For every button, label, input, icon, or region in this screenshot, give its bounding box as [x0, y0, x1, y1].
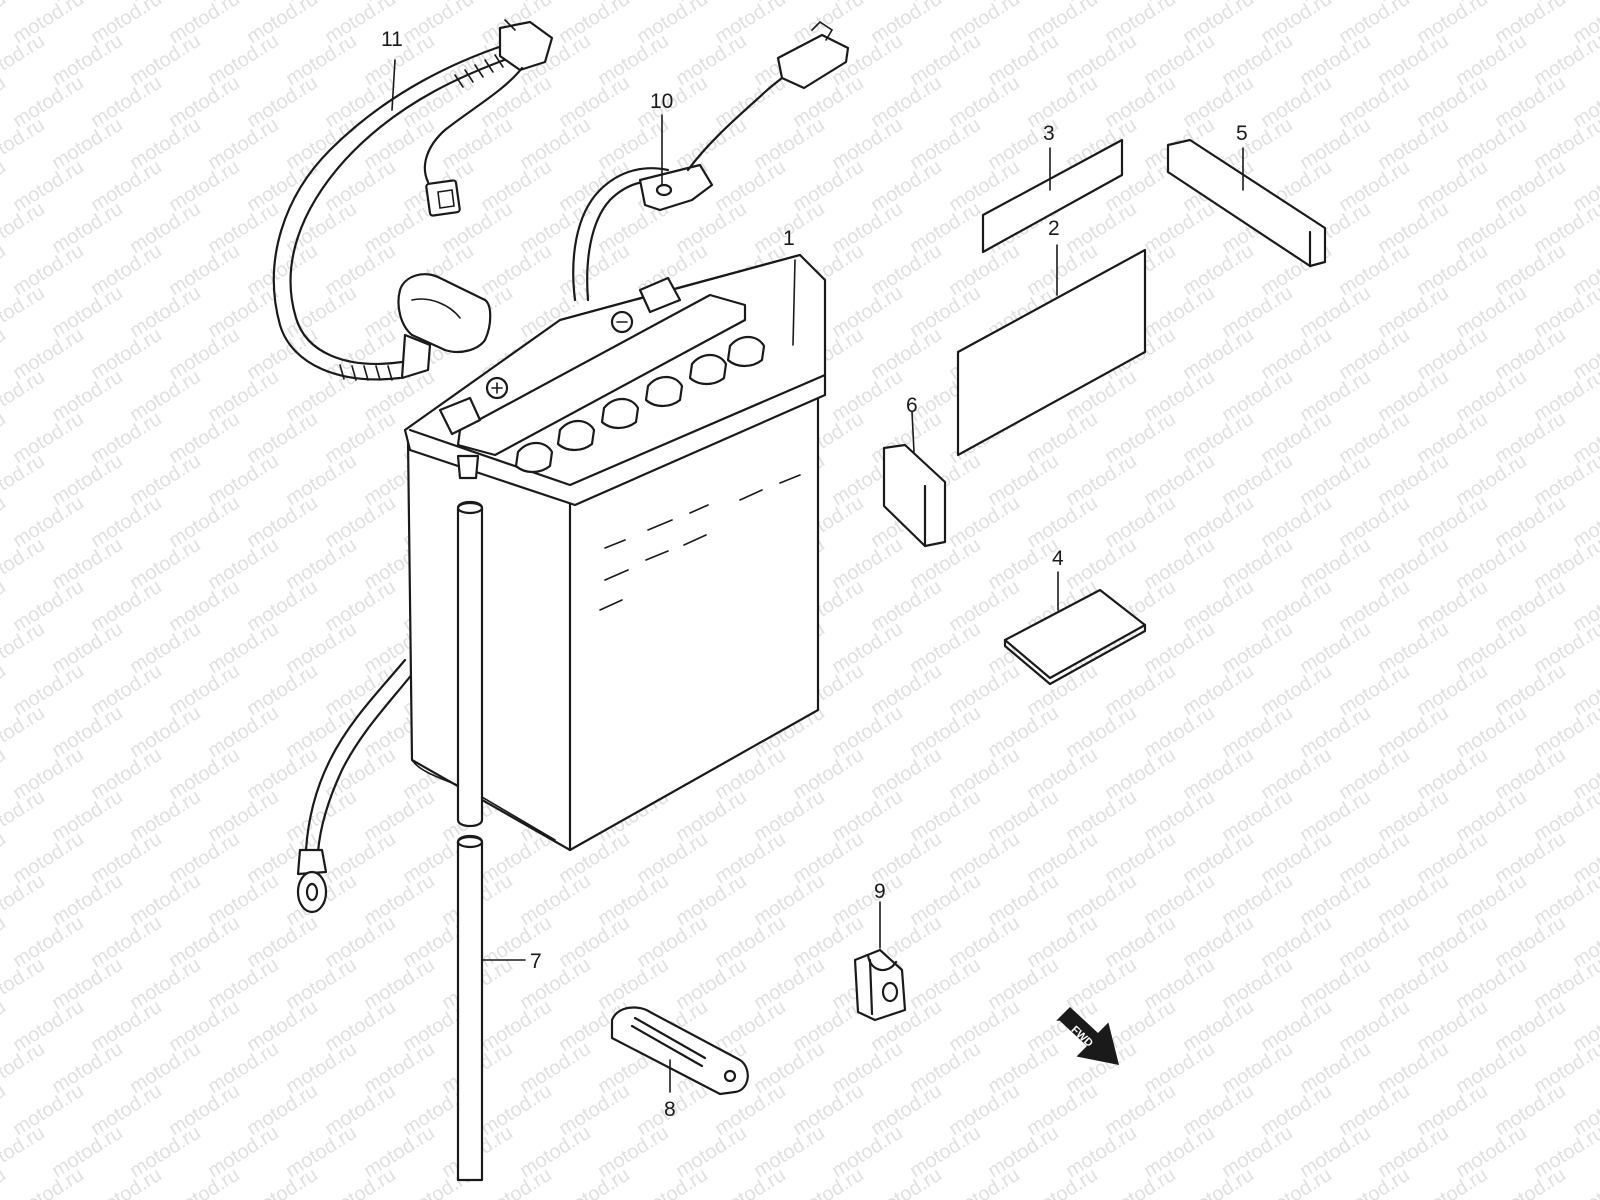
watermark-text: motod.ru [0, 156, 10, 216]
watermark-text: motod.ru [945, 1164, 1024, 1200]
part-10-cable-with-clamp [572, 20, 850, 302]
part-8-bracket [610, 1006, 749, 1096]
watermark-text: motod.ru [0, 450, 49, 510]
watermark-text: motod.ru [0, 492, 10, 552]
part-9-clip [853, 948, 907, 1022]
callout-9: 9 [874, 880, 886, 903]
watermark-text: motod.ru [0, 114, 49, 174]
watermark-text: motod.ru [1569, 1164, 1600, 1200]
watermark-text: motod.ru [0, 282, 49, 342]
watermark-text: motod.ru [1023, 1164, 1102, 1200]
watermark-text: motod.ru [1530, 366, 1600, 426]
part-2-pad [956, 248, 1147, 457]
part-5-strip [1166, 138, 1327, 268]
callout-10: 10 [650, 90, 673, 113]
watermark-text: motod.ru [0, 744, 10, 804]
watermark-text: motod.ru [1530, 282, 1600, 342]
watermark-text: motod.ru [0, 1038, 49, 1098]
watermark-text: motod.ru [1335, 1164, 1414, 1200]
watermark-text: motod.ru [243, 1164, 322, 1200]
watermark-text: motod.ru [0, 0, 10, 48]
watermark-text: motod.ru [555, 1164, 634, 1200]
watermark-text: motod.ru [0, 702, 49, 762]
watermark-text: motod.ru [1491, 1164, 1570, 1200]
watermark-text: motod.ru [0, 72, 10, 132]
watermark-text: motod.ru [1530, 870, 1600, 930]
watermark-text: motod.ru [0, 30, 49, 90]
watermark-text: motod.ru [1530, 30, 1600, 90]
watermark-text: motod.ru [1530, 1038, 1600, 1098]
watermark-text: motod.ru [1530, 1122, 1600, 1182]
callout-6: 6 [906, 394, 918, 417]
watermark-text: motod.ru [165, 1164, 244, 1200]
part-3-strip [981, 138, 1124, 254]
watermark-text: motod.ru [1530, 198, 1600, 258]
part-1-battery [403, 253, 827, 852]
watermark-text: motod.ru [789, 1164, 868, 1200]
watermark-text: motod.ru [0, 240, 10, 300]
watermark-text: motod.ru [87, 1164, 166, 1200]
watermark-text: motod.ru [1530, 114, 1600, 174]
part-6-small-pad [882, 443, 947, 548]
watermark-text: motod.ru [1530, 534, 1600, 594]
watermark-text: motod.ru [0, 786, 49, 846]
watermark-text: motod.ru [0, 198, 49, 258]
callout-2: 2 [1048, 217, 1060, 240]
watermark-text: motod.ru [0, 324, 10, 384]
watermark-text: motod.ru [1101, 1164, 1180, 1200]
part-11-battery-lead-harness [272, 19, 554, 914]
callout-labels: 11 10 1 2 3 5 6 4 7 8 9 [381, 28, 1248, 1121]
watermark-text: motod.ru [0, 828, 10, 888]
watermark-text: motod.ru [0, 576, 10, 636]
watermark-text: motod.ru [9, 1164, 88, 1200]
watermark-text: motod.ru [0, 534, 49, 594]
watermark-text: motod.ru [0, 1080, 10, 1140]
watermark-text: motod.ru [1530, 786, 1600, 846]
callout-7: 7 [530, 950, 542, 973]
callout-5: 5 [1236, 122, 1248, 145]
watermark-text: motod.ru [0, 366, 49, 426]
watermark-text: motod.ru [711, 1164, 790, 1200]
watermark-text: motod.ru [1530, 954, 1600, 1014]
part-4-sheet [1003, 588, 1147, 686]
watermark-text: motod.ru [0, 870, 49, 930]
watermark-text: motod.ru [0, 660, 10, 720]
watermark-text: motod.ru [0, 1164, 10, 1200]
watermark-text: motod.ru [477, 1164, 556, 1200]
watermark-text: motod.ru [1257, 1164, 1336, 1200]
watermark-text: motod.ru [633, 1164, 712, 1200]
watermark-text: motod.ru [1179, 1164, 1258, 1200]
watermark-text: motod.ru [1413, 1164, 1492, 1200]
watermark-text: motod.ru [867, 1164, 946, 1200]
watermark-text: motod.ru [0, 912, 10, 972]
callout-11: 11 [381, 28, 403, 51]
watermark-text: motod.ru [1530, 618, 1600, 678]
callout-3: 3 [1043, 122, 1055, 145]
watermark-text: motod.ru [0, 996, 10, 1056]
part-7-breather-hose [456, 500, 484, 1182]
watermark-text: motod.ru [1530, 702, 1600, 762]
watermark-text: motod.ru [0, 618, 49, 678]
watermark-text: motod.ru [0, 1122, 49, 1182]
watermark-text: motod.ru [0, 954, 49, 1014]
watermark-text: motod.ru [1530, 450, 1600, 510]
callout-8: 8 [664, 1098, 676, 1121]
callout-1: 1 [783, 227, 795, 250]
callout-4: 4 [1052, 547, 1064, 570]
watermark-text: motod.ru [0, 408, 10, 468]
leader-lines [391, 59, 1244, 1093]
watermark-text: motod.ru [321, 1164, 400, 1200]
